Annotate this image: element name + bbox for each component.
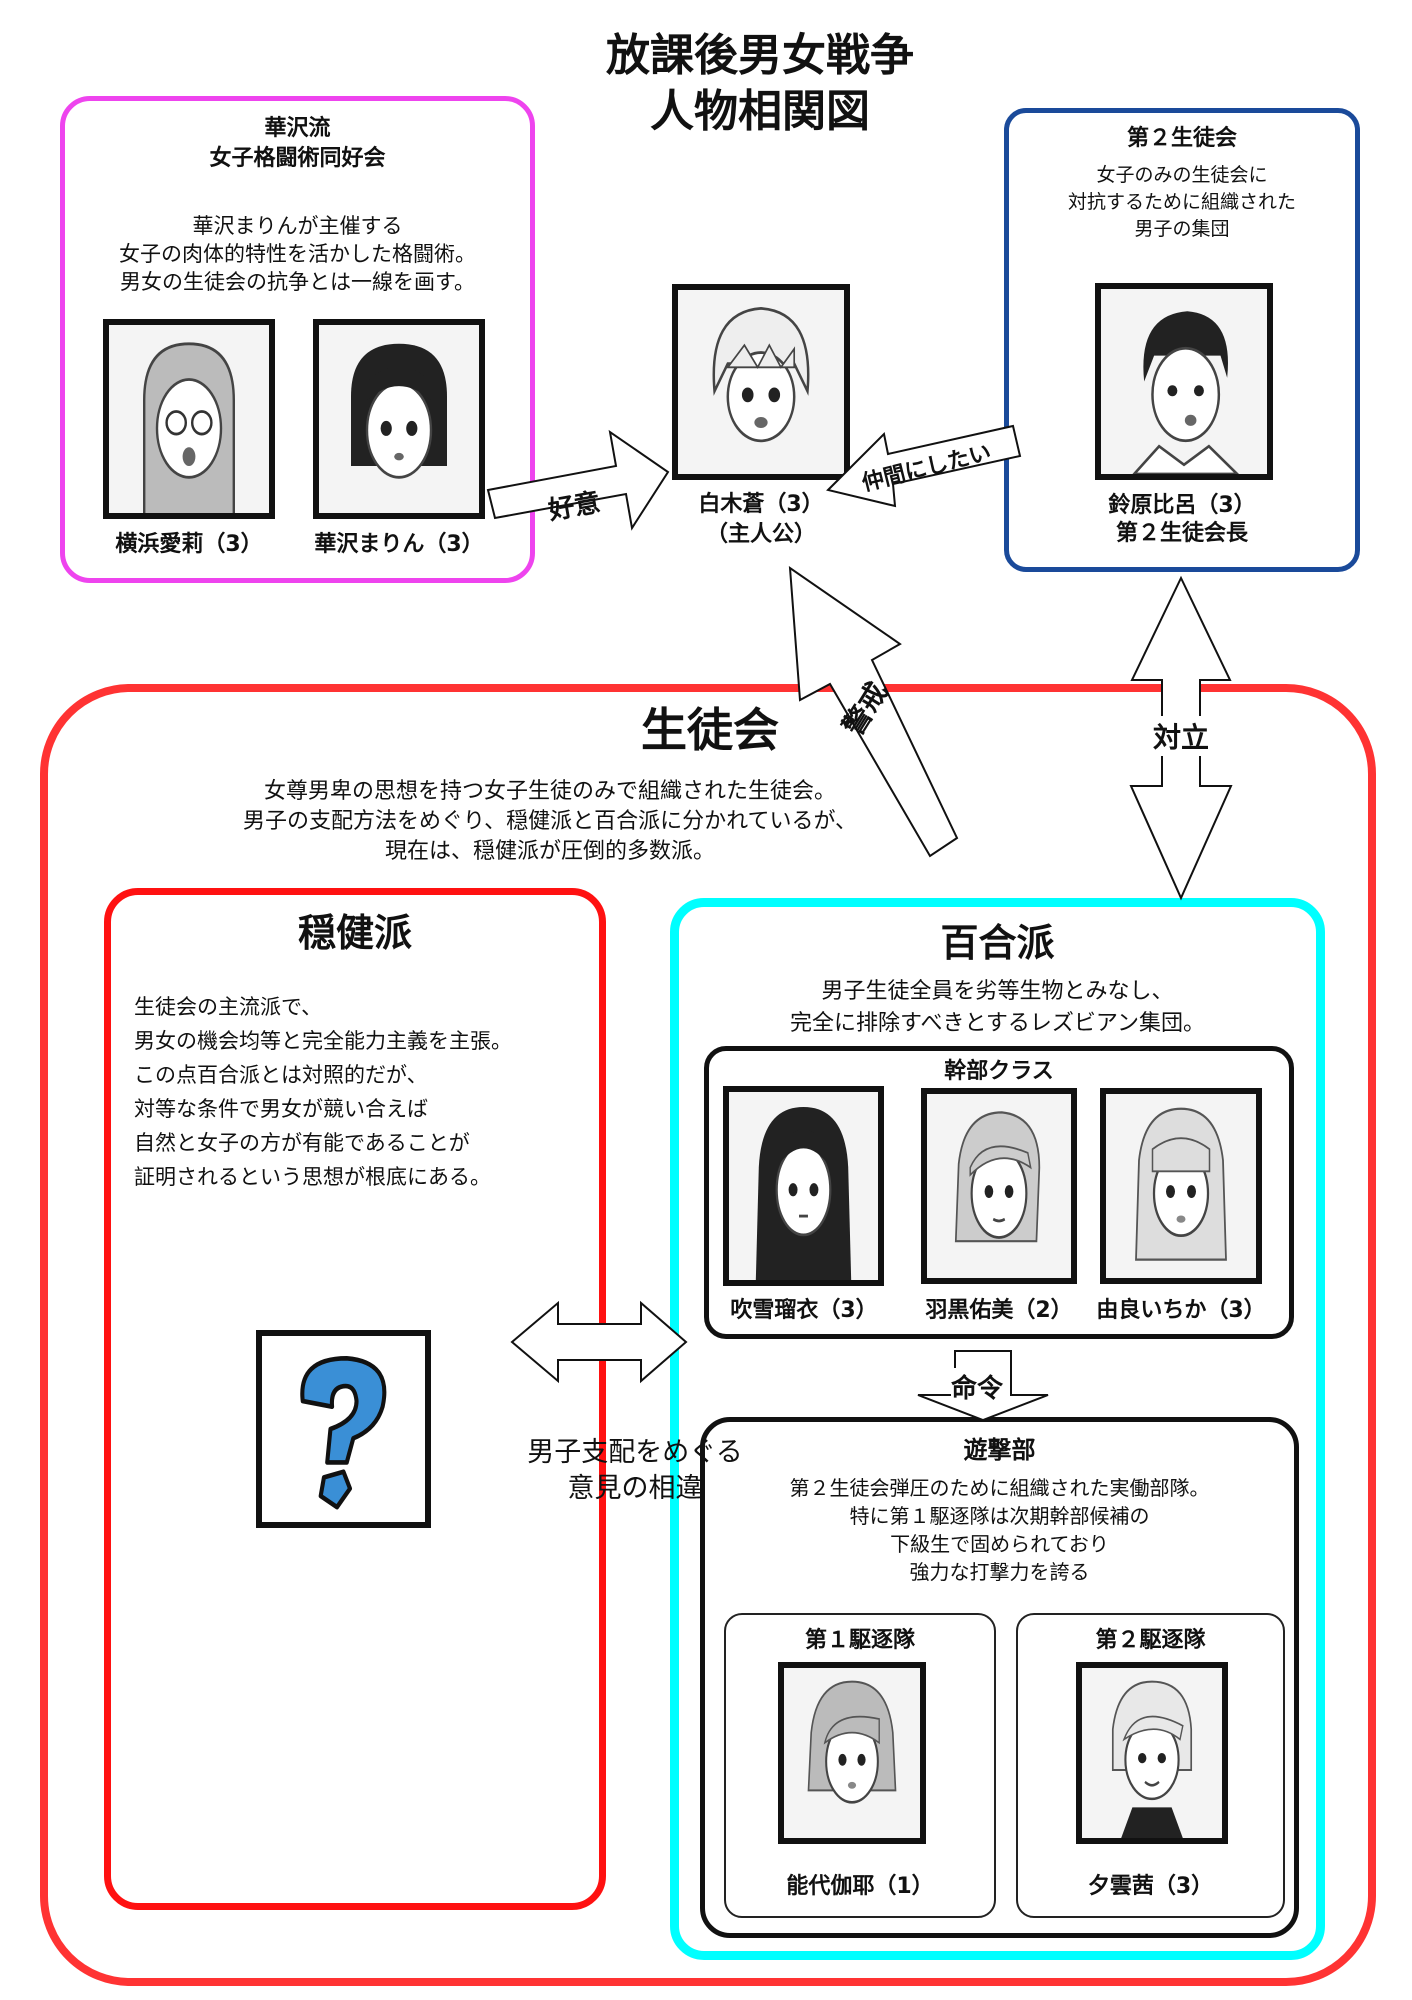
disagreement-label: 男子支配をめぐる 意見の相違 [527,1437,743,1504]
yuri-faction-box [670,898,1325,1960]
title-line1: 放課後男女戦争 [606,30,914,81]
girl-short-bob-face-icon [807,1680,897,1804]
girl-long-black-hair-face-icon [755,1107,852,1280]
boy-light-hair-face-icon [712,307,810,443]
command-label: 命令 [951,1368,1004,1405]
second-council-name: 第２生徒会 [1126,126,1237,151]
hanazawa-group-description: 華沢まりんが主催する 女子の肉体的特性を活かした格闘術。 男女の生徒会の抗争とは… [119,214,476,294]
guerrilla-unit-name: 遊撃部 [963,1436,1036,1464]
student-council-description: 女尊男卑の思想を持つ女子生徒のみで組織された生徒会。 男子の支配方法をめぐり、穏… [242,779,858,864]
girl-swept-bangs-face-icon [1111,1680,1193,1838]
girl-blunt-bangs-face-icon [1135,1107,1227,1261]
disagreement-arrow [510,1300,688,1384]
squad2-label: 第２駆逐隊 [1095,1628,1206,1653]
girl-glasses-face-icon [143,342,235,513]
caption-noshiro-kaya: 能代伽耶（1） [786,1874,934,1899]
want-ally-arrow [826,424,1022,508]
caption-hanazawa-marin: 華沢まりん（3） [314,532,484,557]
yuri-faction-description: 男子生徒全員を劣等生物とみなし、 完全に排除すべきとするレズビアン集団。 [790,979,1205,1036]
moderate-faction-description: 生徒会の主流派で、 男女の機会均等と完全能力主義を主張。 この点百合派とは対照的… [134,995,512,1189]
portrait-noshiro-kaya [778,1662,926,1844]
second-council-leader-caption: 鈴原比呂（3） 第２生徒会長 [1108,493,1256,546]
portrait-suzuhara-hiro [1095,283,1273,480]
protagonist-caption: 白木蒼（3） （主人公） [698,492,824,547]
guerrilla-unit-box [700,1417,1299,1938]
portrait-yugumo-akane [1076,1662,1228,1844]
unknown-member-portrait [256,1330,431,1528]
portrait-shiraki-ao [672,284,850,480]
hanazawa-group-name: 華沢流 女子格闘術同好会 [209,116,386,171]
caption-fubuki-rui: 吹雪瑠衣（3） [730,1298,878,1323]
portrait-haguro-yumi [921,1088,1077,1284]
caption-yokohama-airi: 横浜愛莉（3） [115,532,263,557]
hanazawa-group-box [60,96,535,583]
executives-label: 幹部クラス [944,1059,1054,1084]
caption-yugumo-akane: 夕雲茜（3） [1087,1874,1214,1899]
favor-arrow [486,429,670,531]
portrait-hanazawa-marin [313,319,485,519]
squad2-box [1016,1613,1285,1918]
executives-box [704,1046,1294,1339]
caption-yura-ichika: 由良いちか（3） [1096,1298,1266,1323]
boy-short-hair-face-icon [1132,311,1240,474]
wary-arrow [788,565,959,858]
girl-bob-hair-face-icon [351,343,447,479]
moderate-faction-box [104,888,606,1910]
squad1-label: 第１駆逐隊 [804,1628,915,1653]
opposition-label: 対立 [1151,716,1212,756]
question-mark-icon [300,1355,387,1510]
student-council-name: 生徒会 [641,703,779,757]
caption-haguro-yumi: 羽黒佑美（2） [925,1298,1073,1323]
moderate-faction-name: 穏健派 [297,911,412,955]
squad1-box [724,1613,996,1918]
student-council-box [40,684,1376,1986]
portrait-yura-ichika [1100,1088,1262,1284]
yuri-faction-name: 百合派 [940,921,1055,965]
second-council-box [1004,108,1360,572]
title-line2: 人物相関図 [650,86,870,137]
diagram-title: 放課後男女戦争 人物相関図 [520,28,1000,140]
girl-swept-hair-face-icon [954,1111,1041,1243]
second-council-description: 女子のみの生徒会に 対抗するために組織された 男子の集団 [1067,164,1296,240]
guerrilla-unit-description: 第２生徒会弾圧のために組織された実働部隊。 特に第１駆逐隊は次期幹部候補の 下級… [789,1476,1210,1584]
portrait-yokohama-airi [103,319,275,519]
portrait-fubuki-rui [723,1086,884,1286]
